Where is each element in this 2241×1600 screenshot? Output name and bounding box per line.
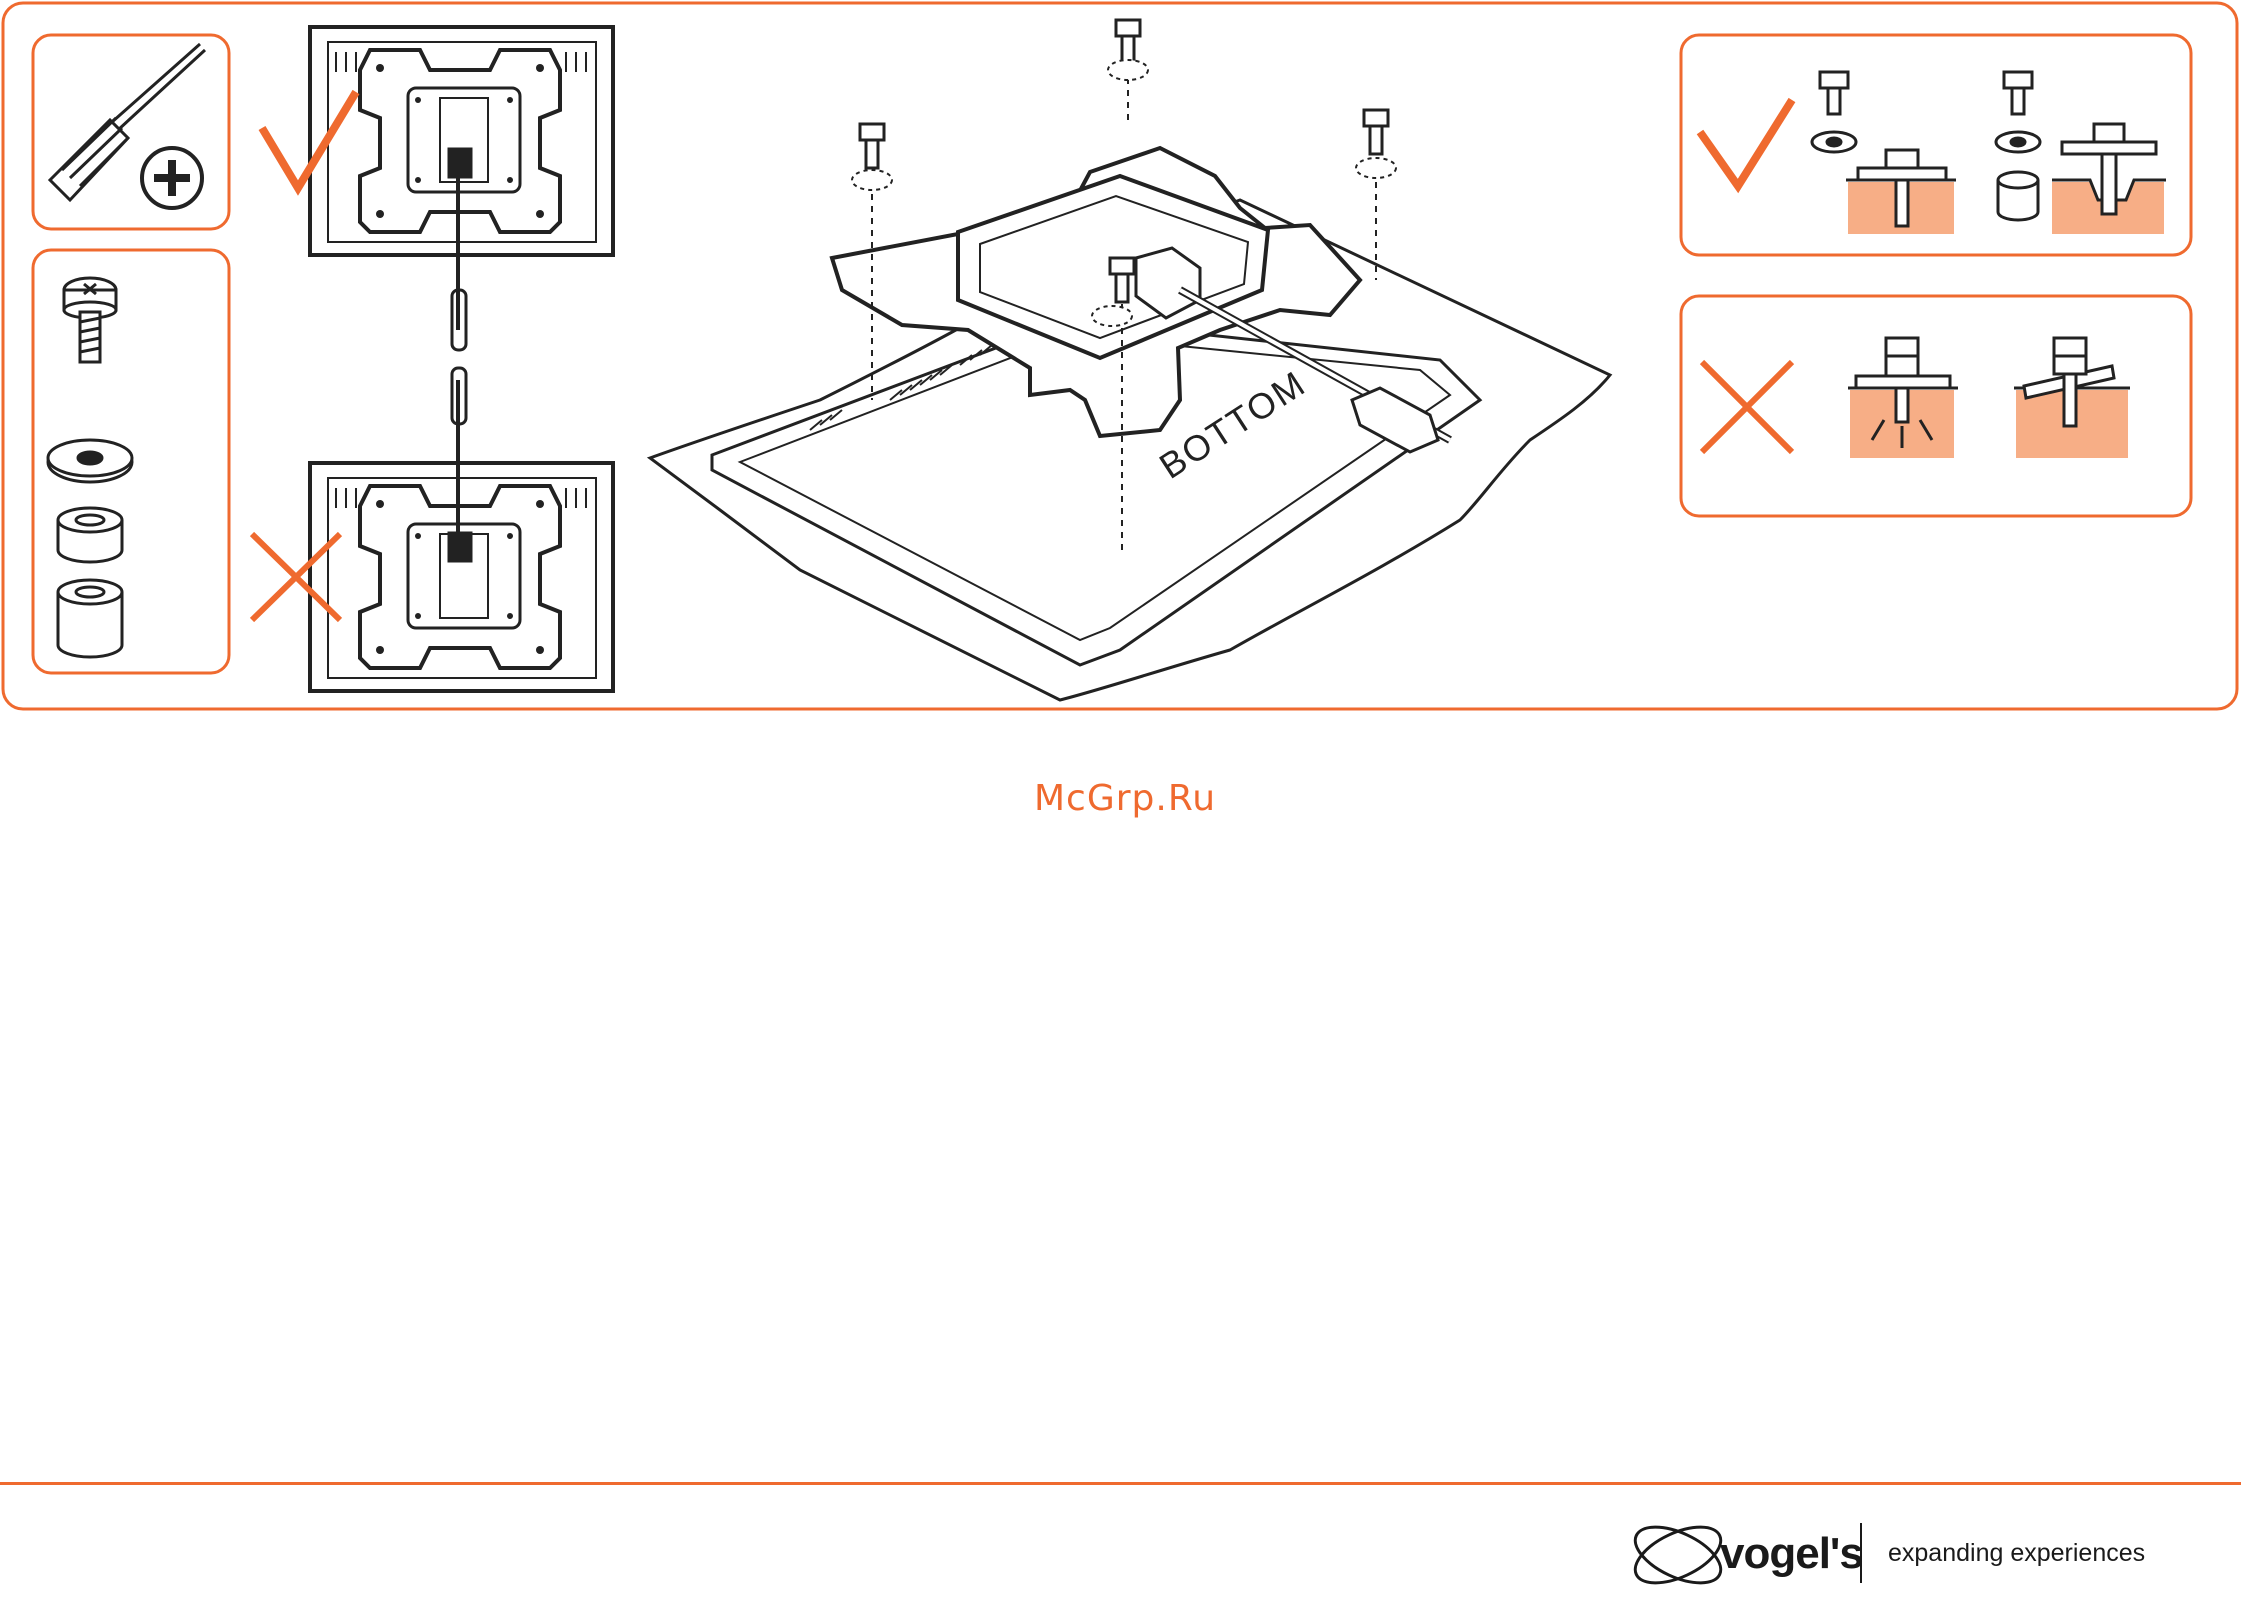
instruction-frame: BOTTOM [0, 0, 2241, 720]
tv-back-incorrect [310, 368, 613, 691]
screw-icon [1356, 110, 1396, 280]
logo-separator [1860, 1523, 1862, 1583]
screw-icon [1108, 20, 1148, 126]
check-mark-icon [1700, 100, 1792, 186]
brand-name: vogel's [1720, 1529, 1863, 1579]
logo-orbit-icon [1620, 1515, 1730, 1595]
screw-icon [64, 278, 116, 362]
watermark-text: McGrp.Ru [0, 778, 2241, 819]
washer-icon [48, 440, 132, 482]
incorrect-fixing-box [1681, 296, 2191, 516]
spacer-icon [58, 508, 122, 562]
tv-back-correct [310, 27, 613, 350]
tools-box [33, 35, 229, 229]
mounting-plate-diagram: BOTTOM [650, 20, 1610, 700]
cross-mark-icon [1702, 362, 1792, 452]
footer-divider [0, 1482, 2241, 1485]
phillips-plus-icon [142, 148, 202, 208]
spacer-icon [58, 580, 122, 657]
brand-tagline: expanding experiences [1888, 1539, 2145, 1568]
brand-logo: vogel's expanding experiences [1620, 1515, 2180, 1595]
hardware-box [33, 250, 229, 673]
correct-fixing-box [1681, 35, 2191, 255]
